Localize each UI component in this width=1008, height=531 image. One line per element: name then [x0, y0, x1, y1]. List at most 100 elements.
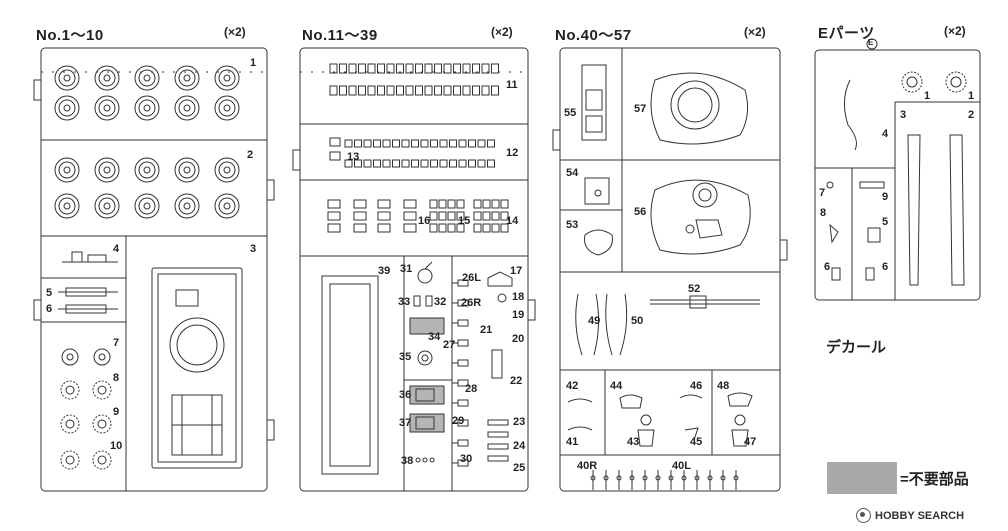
sprue-count-2: (×2)	[491, 25, 513, 39]
sprue2-part-number: 23	[513, 416, 526, 428]
sprue4-part-number: 1	[968, 90, 975, 102]
sprue2-part-number: 17	[510, 265, 523, 277]
sprue3-part-number: 49	[588, 315, 601, 327]
sprue2-part-number: 19	[512, 309, 525, 321]
sprue2-part-number: 12	[506, 147, 519, 159]
sprue1-part-number: 7	[113, 337, 120, 349]
sprue4-part-number: 8	[820, 207, 827, 219]
sprue2-part-number: 35	[399, 351, 412, 363]
sprue3-part-number: 55	[564, 107, 577, 119]
sprue3-part-number: 41	[566, 436, 579, 448]
sprue3-part-number: 45	[690, 436, 703, 448]
sprue3-part-number: 43	[627, 436, 640, 448]
sprue3-part-number: 40R	[577, 460, 598, 472]
sprue3-part-number: 44	[610, 380, 623, 392]
parts-31-38	[413, 261, 435, 463]
watermark-text: HOBBY SEARCH	[875, 509, 965, 522]
sprue1-part-number: 4	[113, 243, 120, 255]
sprue1-part-number: 8	[113, 372, 120, 384]
parts-7-10	[60, 348, 112, 470]
sprue2-part-number: 14	[506, 215, 519, 227]
sprue4-part-number: 2	[968, 109, 975, 121]
sprue3-part-number: 46	[690, 380, 703, 392]
part-40-pins-group	[590, 470, 739, 490]
sprue2-part-number: 13	[347, 151, 360, 163]
sprue2-part-number: 22	[510, 375, 523, 387]
sprue3-part-number: 40L	[672, 460, 691, 472]
sprue1-part-number: 3	[250, 243, 257, 255]
sprue2-part-number: 20	[512, 333, 525, 345]
sprue2-part-number: 21	[480, 324, 493, 336]
sprue2-part-number: 11	[506, 79, 518, 91]
hobbysearch-logo-icon	[856, 508, 871, 523]
sprue2-part-number: 16	[418, 215, 431, 227]
sprue2-part-number: 27	[443, 339, 456, 351]
legend-swatch	[827, 462, 897, 494]
sprue-title-3: No.40～57	[555, 27, 632, 44]
sprue-marker: E	[868, 38, 874, 47]
sprue4-part-number: 1	[924, 90, 931, 102]
sprue2-part-number: 36	[399, 389, 412, 401]
sprue4-part-number: 7	[819, 187, 826, 199]
sprue3-part-number: 57	[634, 103, 647, 115]
parts-4-6	[58, 251, 118, 314]
road-wheels-group	[54, 65, 240, 219]
part-3-hull	[151, 267, 243, 469]
sprue4-part-number: 6	[882, 261, 889, 273]
sprue-title-2: No.11～39	[302, 27, 378, 44]
parts-41-48	[567, 392, 753, 447]
sprue2-part-number: 26L	[462, 272, 481, 284]
sprue3-part-number: 47	[744, 436, 757, 448]
sprue2-part-number: 28	[465, 383, 478, 395]
sprue3-part-number: 54	[566, 167, 579, 179]
sprue4-part-number: 4	[882, 128, 889, 140]
sprue3-part-number: 50	[631, 315, 644, 327]
shaded-unneeded-parts	[409, 317, 445, 433]
sprue1-part-number: 9	[113, 406, 120, 418]
track-links-group	[327, 63, 509, 233]
decal-label: デカール	[826, 339, 887, 356]
sprue2-part-number: 25	[513, 462, 526, 474]
sprue4-part-number: 5	[882, 216, 889, 228]
watermark: HOBBY SEARCH	[856, 508, 964, 523]
sprue4-part-number: 3	[900, 109, 907, 121]
sprue2-part-number: 33	[398, 296, 411, 308]
sprue3-part-number: 56	[634, 206, 647, 218]
sprue2-part-number: 32	[434, 296, 447, 308]
legend-text: =不要部品	[900, 471, 969, 488]
sprue2-part-number: 31	[400, 263, 413, 275]
sprue3-part-number: 52	[688, 283, 701, 295]
sprue2-part-number: 18	[512, 291, 525, 303]
part-57-turret	[650, 72, 749, 145]
sprue-title-1: No.1～10	[36, 27, 104, 44]
sprue-count-4: (×2)	[944, 24, 966, 38]
sprue3-part-number: 48	[717, 380, 730, 392]
sprue1-part-number: 10	[110, 440, 123, 452]
sprue4-part-number: 9	[882, 191, 889, 203]
sprue2-part-number: 15	[458, 215, 471, 227]
sprue1-part-number: 6	[46, 303, 53, 315]
sprue2-part-number: 26R	[461, 297, 482, 309]
sprue2-part-number: 39	[378, 265, 391, 277]
sprue2-part-number: 38	[401, 455, 414, 467]
e-parts-drawings	[826, 71, 967, 286]
sprue2-part-number: 30	[460, 453, 473, 465]
sprue2-part-number: 34	[428, 331, 441, 343]
sprue3-part-number: 53	[566, 219, 579, 231]
sprue-title-4: Eパーツ	[818, 25, 875, 42]
sprue3-part-number: 42	[566, 380, 579, 392]
sprue2-part-number: 29	[452, 415, 465, 427]
part-56-turret	[650, 179, 751, 255]
sprue1-part-number: 1	[250, 57, 257, 69]
parts-53-55	[581, 64, 613, 256]
sprue-3-frame	[552, 47, 788, 492]
sprue-marker-e-circle	[866, 38, 878, 50]
sprue-1-frame	[33, 47, 275, 492]
sprue2-part-number: 37	[399, 417, 412, 429]
sprue1-part-number: 2	[247, 149, 254, 161]
small-parts-17-30	[452, 271, 513, 467]
part-39-frame	[321, 275, 379, 475]
parts-49-52	[575, 293, 760, 356]
